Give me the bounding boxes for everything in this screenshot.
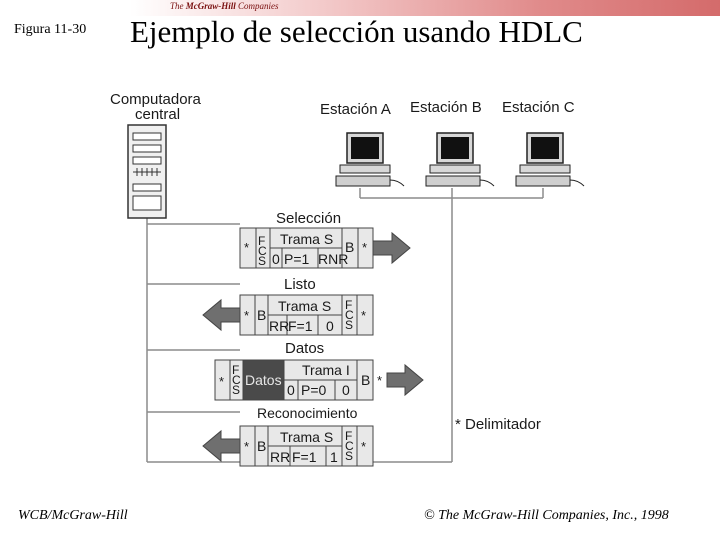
- station-c-computer-icon: [515, 132, 585, 187]
- publisher-banner-text: The McGraw-Hill Companies: [170, 1, 279, 11]
- computer-label-line1: Computadora: [110, 91, 202, 108]
- frame-datos-arrow-right-icon: [386, 363, 424, 397]
- frame-seleccion-title: Trama S: [280, 231, 333, 247]
- frame-datos-data-text: Datos: [245, 372, 282, 388]
- footer-publisher: WCB/McGraw-Hill: [18, 508, 128, 523]
- frame-datos-title: Trama I: [302, 362, 350, 378]
- frame-datos-field-ns: 0: [287, 382, 295, 398]
- frame-datos-flag-right: *: [377, 373, 382, 388]
- figure-label: Figura 11-30: [14, 22, 87, 37]
- frame-seleccion-flag-b: B: [345, 239, 354, 255]
- frame-datos-label: Datos: [285, 340, 324, 357]
- frame-seleccion-arrow-right-icon: [372, 231, 411, 265]
- publisher-banner: The McGraw-Hill Companies: [130, 0, 720, 16]
- frame-seleccion-field-p: P=1: [284, 251, 310, 267]
- frame-listo-label: Listo: [284, 276, 316, 293]
- frame-listo-flag-b: B: [257, 307, 266, 323]
- frame-reconocimiento-field-f: F=1: [292, 449, 317, 465]
- frame-datos-data-block: [242, 359, 285, 401]
- frame-reconocimiento-flag-left: *: [244, 439, 249, 454]
- station-b-computer-icon: [425, 132, 495, 187]
- station-a-label: Estación A: [320, 101, 391, 118]
- frame-listo-title: Trama S: [278, 298, 331, 314]
- computer-label-line2: central: [135, 106, 180, 123]
- frame-listo-field-f: F=1: [288, 318, 313, 334]
- footer-copyright: © The McGraw-Hill Companies, Inc., 1998: [424, 508, 669, 523]
- frame-seleccion-flag-left: *: [244, 240, 249, 255]
- copyright-icon: ©: [424, 508, 435, 523]
- frame-listo-field-nr: 0: [326, 318, 334, 334]
- frame-reconocimiento-flag-right: *: [361, 439, 366, 454]
- frame-seleccion-field-rnr: RNR: [318, 251, 348, 267]
- frame-reconocimiento-title: Trama S: [280, 429, 333, 445]
- delimiter-legend: * Delimitador: [455, 416, 541, 433]
- frame-listo-flag-right: *: [361, 308, 366, 323]
- station-c-label: Estación C: [502, 99, 575, 116]
- frame-listo-arrow-left-icon: [202, 298, 241, 332]
- frame-datos-flag-left: *: [219, 374, 224, 389]
- frame-seleccion-flag-right: *: [362, 240, 367, 255]
- frame-reconocimiento-label: Reconocimiento: [257, 405, 358, 421]
- frame-datos-flag-b: B: [361, 372, 370, 388]
- frame-reconocimiento-field-rr: RR: [270, 449, 290, 465]
- frame-datos-field-p: P=0: [301, 382, 327, 398]
- mainframe-computer-icon: [127, 124, 167, 219]
- station-a-computer-icon: [335, 132, 405, 187]
- frame-listo-field-rr: RR: [269, 318, 289, 334]
- frame-reconocimiento-field-nr: 1: [330, 449, 338, 465]
- frame-reconocimiento-arrow-left-icon: [202, 429, 241, 463]
- frame-seleccion-label: Selección: [276, 210, 341, 227]
- station-b-label: Estación B: [410, 99, 482, 116]
- frame-reconocimiento-flag-b: B: [257, 438, 266, 454]
- slide-title: Ejemplo de selección usando HDLC: [130, 14, 583, 49]
- frame-listo-flag-left: *: [244, 308, 249, 323]
- frame-datos-field-nr: 0: [342, 382, 350, 398]
- frame-seleccion-field-0: 0: [272, 251, 280, 267]
